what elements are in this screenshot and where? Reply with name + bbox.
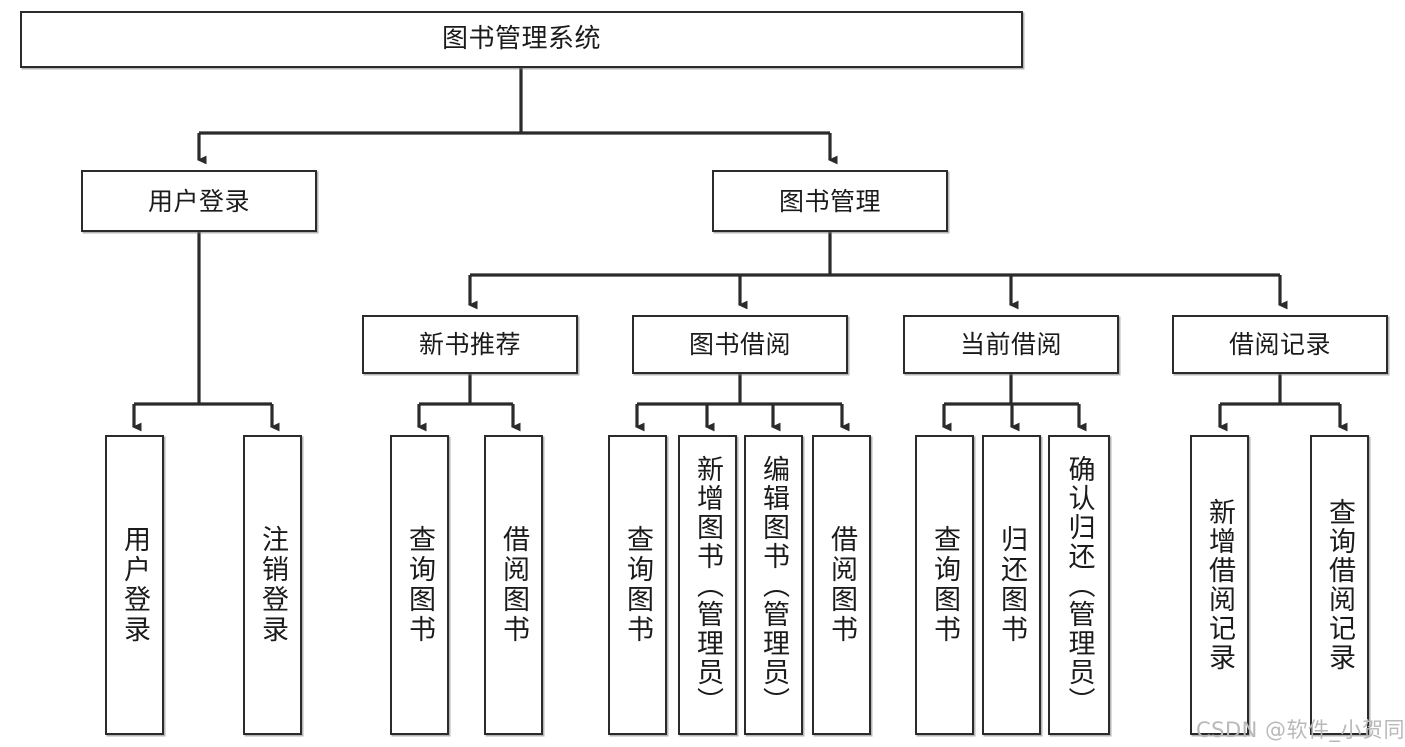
node-label: 图书管理 xyxy=(778,186,881,216)
node-label: 编辑图书（管理员） xyxy=(758,454,789,716)
node-label: 新增借阅记录 xyxy=(1204,498,1235,672)
csdn-watermark: CSDN @软件_小贺同学 xyxy=(1196,718,1405,742)
node-label: 查询图书 xyxy=(622,525,653,645)
node-leaf-query-book-current[interactable]: 查询图书 xyxy=(915,435,974,735)
node-label: 图书管理系统 xyxy=(441,24,601,55)
node-label: 注销登录 xyxy=(257,525,288,645)
node-leaf-query-borrow-record[interactable]: 查询借阅记录 xyxy=(1310,435,1369,735)
node-label: 查询图书 xyxy=(929,525,960,645)
node-label: 图书借阅 xyxy=(688,330,791,359)
node-new-book-recommend[interactable]: 新书推荐 xyxy=(362,315,578,374)
node-current-borrow[interactable]: 当前借阅 xyxy=(903,315,1119,374)
node-label: 归还图书 xyxy=(996,525,1027,645)
node-label: 查询图书 xyxy=(404,525,435,645)
node-book-management-system[interactable]: 图书管理系统 xyxy=(20,11,1023,68)
node-label: 查询借阅记录 xyxy=(1324,498,1355,672)
node-user-login[interactable]: 用户登录 xyxy=(81,170,317,232)
node-label: 借阅图书 xyxy=(826,525,857,645)
node-label: 用户登录 xyxy=(119,525,150,645)
node-leaf-user-login[interactable]: 用户登录 xyxy=(105,435,164,735)
node-book-management[interactable]: 图书管理 xyxy=(712,170,948,232)
node-leaf-confirm-return[interactable]: 确认归还（管理员） xyxy=(1048,435,1110,735)
node-leaf-add-borrow-record[interactable]: 新增借阅记录 xyxy=(1190,435,1249,735)
node-label: 当前借阅 xyxy=(959,330,1062,359)
node-book-borrow[interactable]: 图书借阅 xyxy=(632,315,848,374)
node-leaf-edit-book[interactable]: 编辑图书（管理员） xyxy=(744,435,803,735)
node-leaf-user-logout[interactable]: 注销登录 xyxy=(243,435,302,735)
node-label: 新书推荐 xyxy=(418,330,521,359)
node-leaf-query-book-borrow[interactable]: 查询图书 xyxy=(608,435,667,735)
node-leaf-borrow-book-recommend[interactable]: 借阅图书 xyxy=(484,435,543,735)
node-label: 借阅记录 xyxy=(1228,330,1331,359)
node-label: 确认归还（管理员） xyxy=(1063,454,1095,716)
node-label: 新增图书（管理员） xyxy=(692,454,723,716)
node-label: 用户登录 xyxy=(147,186,250,216)
node-label: 借阅图书 xyxy=(498,525,529,645)
node-leaf-return-book[interactable]: 归还图书 xyxy=(982,435,1041,735)
node-leaf-borrow-book[interactable]: 借阅图书 xyxy=(812,435,871,735)
node-leaf-add-book[interactable]: 新增图书（管理员） xyxy=(678,435,737,735)
node-borrow-record[interactable]: 借阅记录 xyxy=(1172,315,1388,374)
node-leaf-query-book-recommend[interactable]: 查询图书 xyxy=(390,435,449,735)
